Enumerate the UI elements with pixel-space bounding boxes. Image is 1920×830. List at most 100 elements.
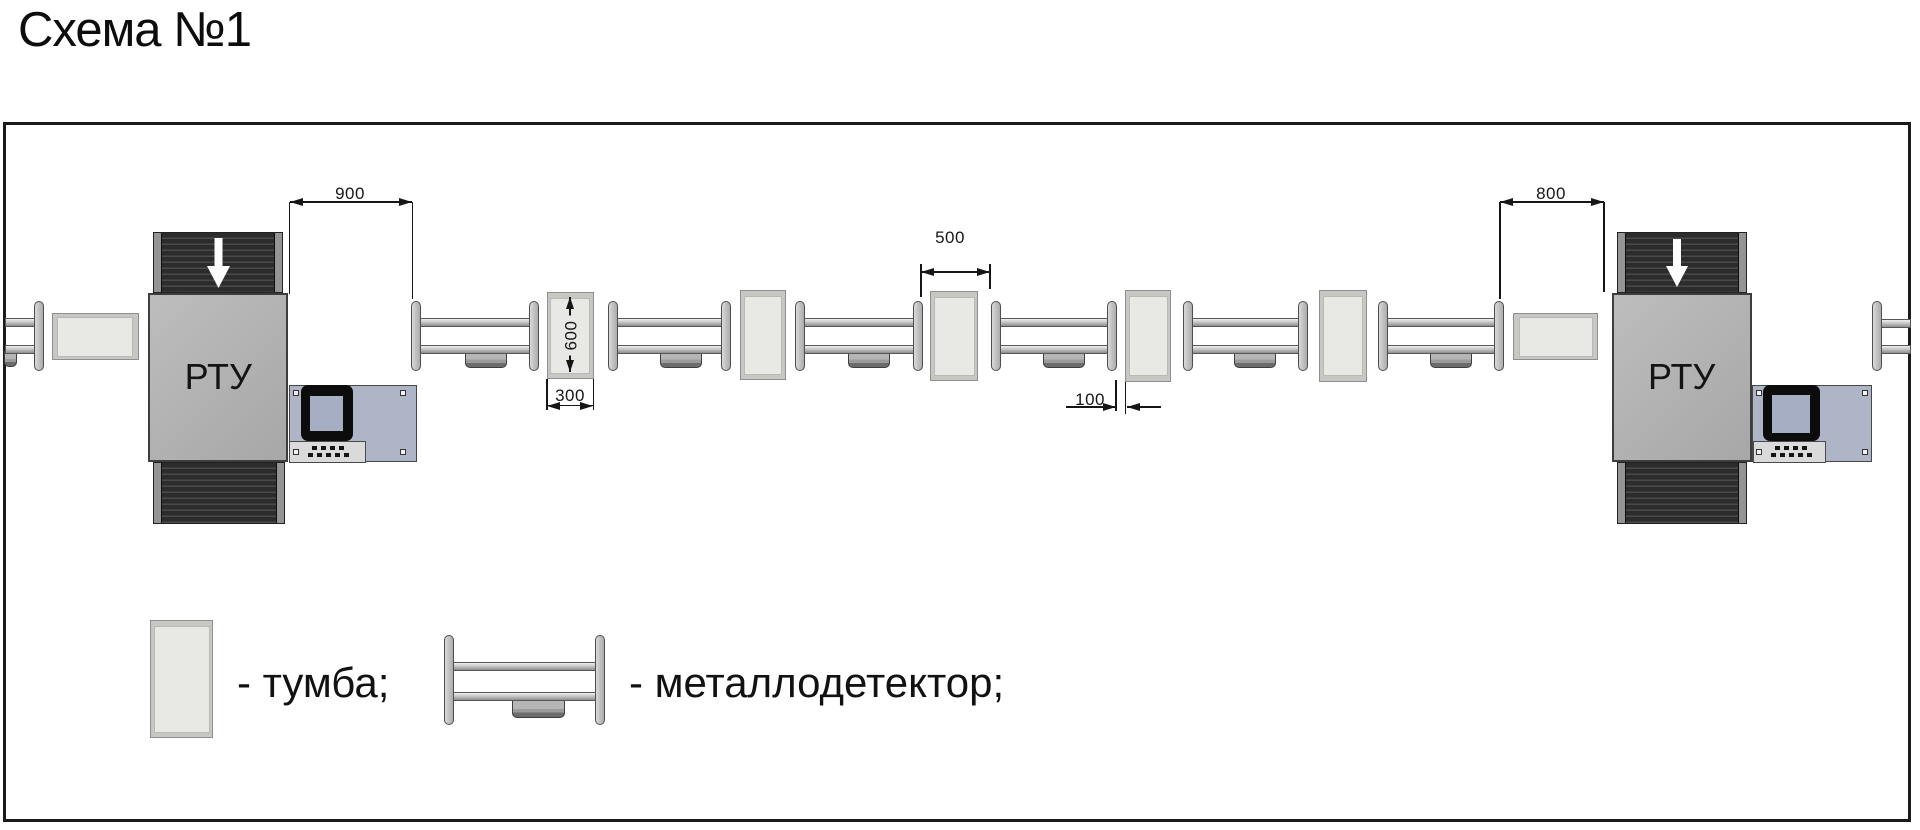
tumba <box>51 313 139 361</box>
detector-post <box>1493 301 1504 371</box>
screw-icon <box>1756 448 1762 455</box>
rtu-conveyor-out <box>1616 461 1747 524</box>
metal-detector-partial-right <box>1871 301 1912 371</box>
extension-line <box>920 264 922 297</box>
console-keyboard <box>289 441 366 463</box>
detector-rail <box>996 318 1112 327</box>
detector-post <box>795 301 805 371</box>
detector-post <box>1377 301 1388 371</box>
extension-line <box>288 202 291 294</box>
tumba <box>740 290 786 380</box>
conveyor-belt <box>1624 232 1739 293</box>
detector-post <box>608 301 619 371</box>
diagram-frame <box>3 122 1911 822</box>
screw-icon <box>399 448 406 455</box>
flow-arrow-down-icon <box>1665 238 1688 287</box>
dim-arrow-right <box>976 267 990 276</box>
tumba-top <box>743 295 782 375</box>
dimension-100: 100 <box>1075 390 1105 409</box>
rtu-unit: РТУ <box>148 292 289 462</box>
dimension-line <box>289 201 412 203</box>
detector-post <box>721 301 732 371</box>
dimension-900: 900 <box>335 184 365 203</box>
detector-rail <box>1876 319 1911 329</box>
dim-arrow-up <box>565 297 574 309</box>
legend-tumba-symbol <box>150 620 213 738</box>
page-title: Схема №1 <box>18 3 252 57</box>
detector-control-unit <box>511 700 565 719</box>
dimension-line <box>1126 406 1161 408</box>
tumba-top <box>153 625 210 733</box>
metal-detector <box>410 301 539 371</box>
detector-rail <box>1382 318 1499 327</box>
detector-rail <box>5 345 35 354</box>
detector-post <box>1298 301 1309 371</box>
monitor-screen <box>1771 394 1810 433</box>
detector-rail <box>450 691 600 701</box>
detector-post <box>33 301 44 371</box>
detector-post <box>1871 301 1882 371</box>
rtu-unit: РТУ <box>1611 292 1752 462</box>
dim-arrow-right <box>398 198 412 207</box>
legend-tumba-label: - тумба; <box>237 659 390 706</box>
dimension-line <box>1500 201 1604 203</box>
tumba <box>930 291 979 381</box>
detector-rail <box>1382 345 1499 354</box>
tumba-top <box>1518 316 1593 357</box>
screw-icon <box>1756 389 1762 396</box>
detector-rail <box>613 345 727 354</box>
flow-arrow-down-icon <box>207 237 231 288</box>
screw-icon <box>292 448 299 455</box>
detector-rail <box>1188 318 1304 327</box>
dim-arrow-left <box>289 198 303 207</box>
rtu-conveyor-in <box>1616 231 1747 294</box>
operator-console <box>1752 384 1872 463</box>
detector-post <box>595 635 606 725</box>
detector-rail <box>415 345 534 354</box>
dim-arrow-right <box>1591 198 1604 207</box>
detector-rail <box>800 345 918 354</box>
screw-icon <box>1862 448 1868 455</box>
detector-post <box>444 635 455 725</box>
dimension-line <box>920 271 990 273</box>
screw-icon <box>292 389 299 396</box>
screw-icon <box>399 389 406 396</box>
metal-detector <box>795 301 923 371</box>
rtu-conveyor-out <box>153 461 285 524</box>
metal-detector <box>1377 301 1504 371</box>
tumba-top <box>57 316 134 357</box>
metal-detector-partial-left <box>0 301 50 371</box>
rtu-conveyor-in <box>153 231 284 294</box>
console-monitor <box>301 384 353 441</box>
dim-arrow-right <box>580 401 594 410</box>
extension-line <box>545 379 548 410</box>
legend-detector-symbol <box>444 635 606 725</box>
console-keyboard <box>1752 441 1826 463</box>
tumba <box>1319 290 1367 382</box>
dimension-300: 300 <box>555 386 585 405</box>
tumba <box>1513 313 1598 361</box>
detector-rail <box>1188 345 1304 354</box>
detector-post <box>913 301 923 371</box>
screw-icon <box>1862 389 1868 396</box>
extension-line <box>1115 380 1117 411</box>
dimension-line <box>546 404 594 407</box>
legend-detector-label: - металлодетектор; <box>629 659 1005 706</box>
rtu-label: РТУ <box>184 356 252 398</box>
dim-arrow-down <box>565 360 574 372</box>
dim-arrow-left <box>920 267 934 276</box>
detector-rail <box>1876 345 1911 355</box>
rtu-label: РТУ <box>1648 356 1716 398</box>
detector-post <box>528 301 539 371</box>
console-monitor <box>1762 384 1820 441</box>
conveyor-belt <box>1624 462 1739 523</box>
extension-line <box>1499 202 1501 299</box>
extension-line <box>989 264 991 289</box>
operator-console <box>288 384 417 463</box>
detector-post <box>410 301 421 371</box>
keyboard-keys <box>312 446 344 450</box>
tumba-top <box>1322 295 1364 376</box>
tumba <box>1125 290 1171 382</box>
detector-rail <box>800 318 918 327</box>
